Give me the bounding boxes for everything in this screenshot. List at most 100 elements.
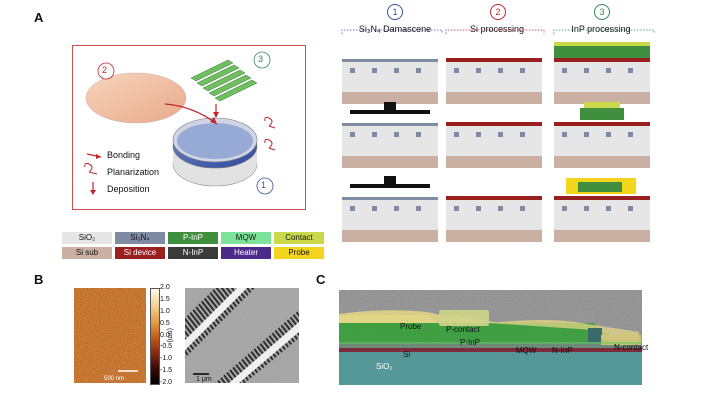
sin-feature bbox=[584, 206, 589, 211]
label-probe: Probe bbox=[400, 322, 422, 331]
si-sub-layer bbox=[446, 230, 542, 242]
sin-feature bbox=[372, 206, 377, 211]
sin-feature bbox=[416, 206, 421, 211]
panel-a-label: A bbox=[34, 10, 44, 25]
sin-feature bbox=[476, 68, 481, 73]
colorbar-tick: -1.5 bbox=[160, 367, 173, 375]
sin-feature bbox=[454, 68, 459, 73]
sin-feature bbox=[498, 68, 503, 73]
inp-layer bbox=[554, 46, 650, 58]
sin-feature bbox=[606, 132, 611, 137]
sio2-layer bbox=[446, 200, 542, 230]
si-sub-layer bbox=[342, 230, 438, 242]
panel-b-label: B bbox=[34, 272, 44, 287]
label-p-inp: P-InP bbox=[460, 338, 481, 347]
sio2-layer bbox=[342, 62, 438, 92]
sin-feature bbox=[372, 68, 377, 73]
legend-item: Heater bbox=[221, 247, 271, 259]
colorbar bbox=[150, 288, 160, 385]
sin-feature bbox=[350, 206, 355, 211]
si-device-layer bbox=[446, 58, 542, 62]
sin-feature bbox=[394, 68, 399, 73]
colorbar-tick: -1.0 bbox=[160, 355, 173, 363]
col1-title: Si₃N₄ Damascene bbox=[358, 24, 432, 34]
si-sub-layer bbox=[342, 156, 438, 168]
sio2-layer bbox=[446, 126, 542, 156]
inp-mesa bbox=[580, 108, 624, 120]
sin-feature bbox=[628, 68, 633, 73]
sem-scalebar-label: 1 μm bbox=[196, 376, 212, 383]
colorbar-tick: 2.0 bbox=[160, 284, 170, 291]
afm-scalebar-label: 500 nm bbox=[104, 376, 125, 382]
sin-feature bbox=[606, 206, 611, 211]
si-sub-layer bbox=[446, 92, 542, 104]
si-sub-layer bbox=[554, 156, 650, 168]
sin-layer bbox=[342, 123, 438, 126]
si-sub-layer bbox=[446, 156, 542, 168]
colorbar-tick: 1.5 bbox=[160, 295, 170, 303]
col3-number: 3 bbox=[594, 4, 610, 20]
legend-item: Contact bbox=[274, 232, 324, 244]
bonded-wafer-shape bbox=[85, 72, 187, 124]
sin-feature bbox=[394, 132, 399, 137]
contact-pad bbox=[584, 102, 620, 108]
label-n-contact: N-contact bbox=[614, 343, 649, 352]
sio2-layer bbox=[554, 126, 650, 156]
si-device-layer bbox=[554, 58, 650, 62]
si-sub-layer bbox=[554, 92, 650, 104]
col1-number: 1 bbox=[387, 4, 403, 20]
legend-item: N-InP bbox=[168, 247, 218, 259]
sem-image bbox=[185, 288, 299, 383]
label-si: Si bbox=[403, 350, 411, 359]
sio2-layer bbox=[554, 200, 650, 230]
colorbar-tick: -0.5 bbox=[160, 343, 173, 351]
col2-title: Si processing bbox=[469, 24, 525, 34]
colorbar-tick: -2.0 bbox=[160, 379, 173, 386]
si-device-layer bbox=[554, 196, 650, 200]
sin-feature bbox=[562, 132, 567, 137]
sin-feature bbox=[498, 132, 503, 137]
label-n-inp: N-InP bbox=[552, 346, 573, 355]
sin-layer bbox=[342, 59, 438, 62]
sin-feature bbox=[350, 132, 355, 137]
legend-item: Si device bbox=[115, 247, 165, 259]
sin-feature bbox=[584, 132, 589, 137]
legend-planarization-text: Planarization bbox=[107, 167, 160, 177]
overview-step2: 2 bbox=[102, 65, 108, 75]
process-cross-sections bbox=[341, 29, 655, 242]
sio2-layer bbox=[554, 62, 650, 92]
sin-feature bbox=[562, 68, 567, 73]
legend-item: Probe bbox=[274, 247, 324, 259]
sin-feature bbox=[606, 68, 611, 73]
legend-item: Si sub bbox=[62, 247, 112, 259]
sin-feature bbox=[584, 68, 589, 73]
sin-feature bbox=[350, 68, 355, 73]
cross-section-image bbox=[339, 290, 642, 385]
sin-feature bbox=[416, 132, 421, 137]
sin-feature bbox=[520, 68, 525, 73]
legend-bonding-text: Bonding bbox=[107, 150, 141, 160]
si-sub-layer bbox=[342, 92, 438, 104]
cmp-head bbox=[384, 102, 396, 112]
legend-item: MQW bbox=[221, 232, 271, 244]
overview-illustration: 2 3 1 Bonding Planarization Deposition bbox=[72, 45, 306, 210]
sin-feature bbox=[562, 206, 567, 211]
inp-mesa bbox=[578, 182, 622, 192]
label-mqw: MQW bbox=[516, 346, 537, 355]
sio2-layer bbox=[446, 62, 542, 92]
label-p-contact: P-contact bbox=[446, 325, 480, 334]
sio2-layer bbox=[342, 200, 438, 230]
label-sio2: SiO₂ bbox=[376, 362, 393, 371]
legend-deposition-text: Deposition bbox=[107, 184, 150, 194]
colorbar-tick: 1.0 bbox=[160, 307, 170, 315]
col2-number: 2 bbox=[490, 4, 506, 20]
col3-title: InP processing bbox=[571, 24, 631, 34]
afm-image bbox=[74, 288, 146, 383]
sio2-layer bbox=[342, 126, 438, 156]
si-device-layer bbox=[446, 122, 542, 126]
sin-feature bbox=[372, 132, 377, 137]
sin-feature bbox=[628, 132, 633, 137]
overview-step1: 1 bbox=[261, 180, 267, 190]
si-device-layer bbox=[554, 122, 650, 126]
sin-feature bbox=[628, 206, 633, 211]
